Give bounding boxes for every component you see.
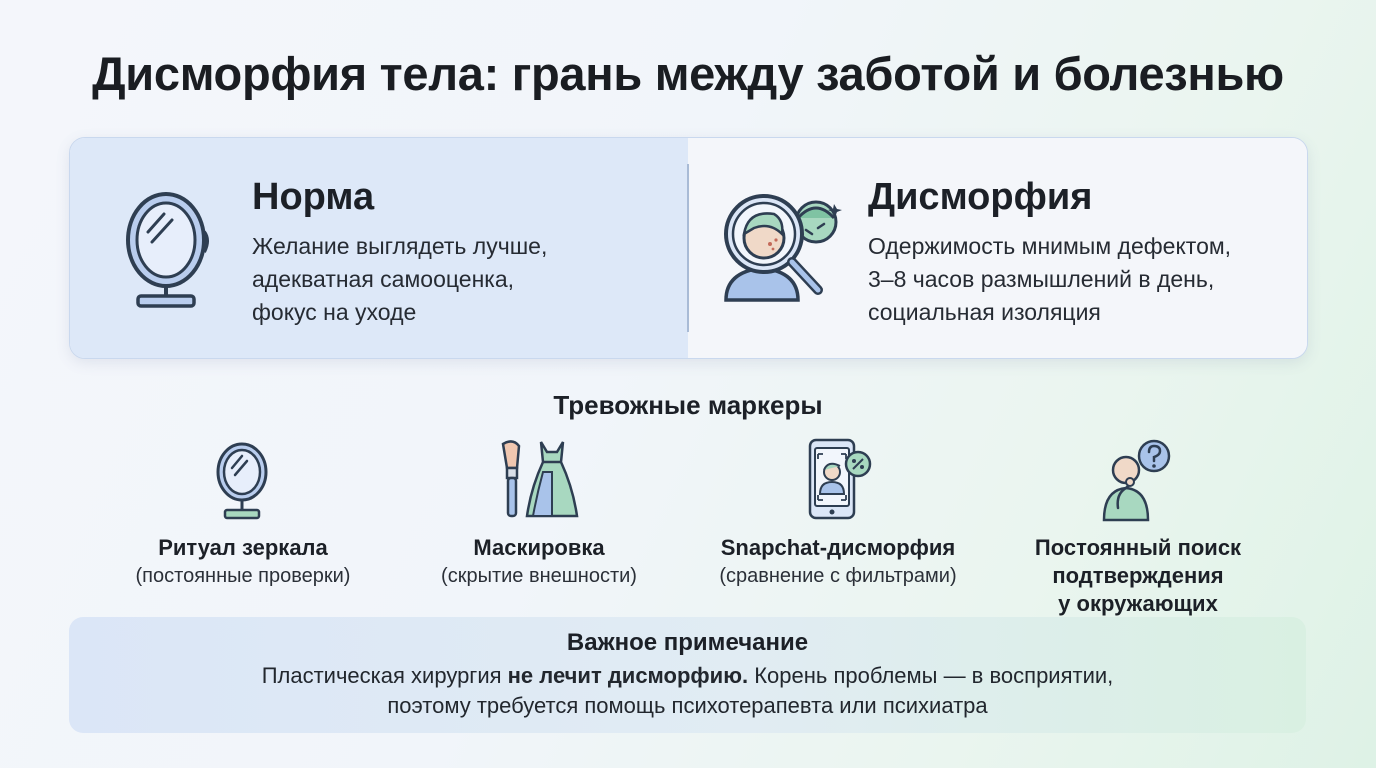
note-title: Важное примечание bbox=[566, 629, 809, 656]
norm-panel: Норма Желание выглядеть лучше, адекватна… bbox=[70, 138, 688, 358]
marker-label: подтверждения bbox=[1052, 563, 1224, 588]
marker-seeking-reassurance: Постоянный поиск подтверждения у окружаю… bbox=[988, 438, 1288, 618]
norm-line: адекватная самооценка, bbox=[252, 266, 515, 292]
dysmorphia-panel: Дисморфия Одержимость мнимым дефектом, 3… bbox=[688, 138, 1307, 358]
note-text-bold: не лечит дисморфию. bbox=[507, 663, 749, 688]
note-text-pre: Пластическая хирургия bbox=[261, 663, 508, 688]
person-question-icon bbox=[1102, 439, 1171, 522]
dysmorphia-description: Одержимость мнимым дефектом, 3–8 часов р… bbox=[868, 230, 1231, 329]
marker-sub: (сравнение с фильтрами) bbox=[719, 565, 957, 587]
marker-label: Ритуал зеркала bbox=[158, 535, 328, 560]
marker-sub: (постоянные проверки) bbox=[135, 565, 351, 587]
marker-snapchat-dysmorphia: Snapchat-дисморфия (сравнение с фильтрам… bbox=[688, 438, 988, 590]
marker-label: Постоянный поиск bbox=[1034, 535, 1242, 560]
marker-label: Snapchat-дисморфия bbox=[720, 535, 956, 560]
marker-masking: Маскировка (скрытие внешности) bbox=[389, 438, 689, 590]
note-line-1: Пластическая хирургия не лечит дисморфию… bbox=[69, 661, 1306, 691]
norm-line: фокус на уходе bbox=[252, 299, 417, 325]
makeup-dress-icon bbox=[501, 440, 579, 518]
panel-divider bbox=[687, 164, 689, 332]
magnifier-face-icon bbox=[724, 194, 842, 302]
norm-description: Желание выглядеть лучше, адекватная само… bbox=[252, 230, 547, 329]
important-note: Важное примечание Пластическая хирургия … bbox=[69, 617, 1306, 733]
norm-title: Норма bbox=[252, 176, 375, 218]
mirror-icon bbox=[216, 442, 268, 520]
marker-mirror-ritual: Ритуал зеркала (постоянные проверки) bbox=[93, 438, 393, 590]
page-title: Дисморфия тела: грань между заботой и бо… bbox=[92, 47, 1284, 100]
marker-label: Маскировка bbox=[473, 535, 605, 560]
comparison-card: Норма Желание выглядеть лучше, адекватна… bbox=[69, 137, 1308, 359]
mirror-icon bbox=[126, 192, 209, 308]
marker-sub: (скрытие внешности) bbox=[441, 565, 637, 587]
marker-label: у окружающих bbox=[1058, 591, 1218, 616]
dysmorphia-line: Одержимость мнимым дефектом, bbox=[868, 233, 1232, 259]
note-text: Пластическая хирургия не лечит дисморфию… bbox=[69, 661, 1306, 721]
dysmorphia-title: Дисморфия bbox=[868, 176, 1093, 218]
dysmorphia-line: 3–8 часов размышлений в день, bbox=[868, 266, 1215, 292]
dysmorphia-line: социальная изоляция bbox=[868, 299, 1101, 325]
note-line-2: поэтому требуется помощь психотерапевта … bbox=[387, 693, 988, 718]
note-text-post: Корень проблемы — в восприятии, bbox=[748, 663, 1114, 688]
norm-line: Желание выглядеть лучше, bbox=[252, 233, 548, 259]
phone-filter-icon bbox=[808, 438, 872, 520]
markers-title: Тревожные маркеры bbox=[553, 390, 823, 420]
